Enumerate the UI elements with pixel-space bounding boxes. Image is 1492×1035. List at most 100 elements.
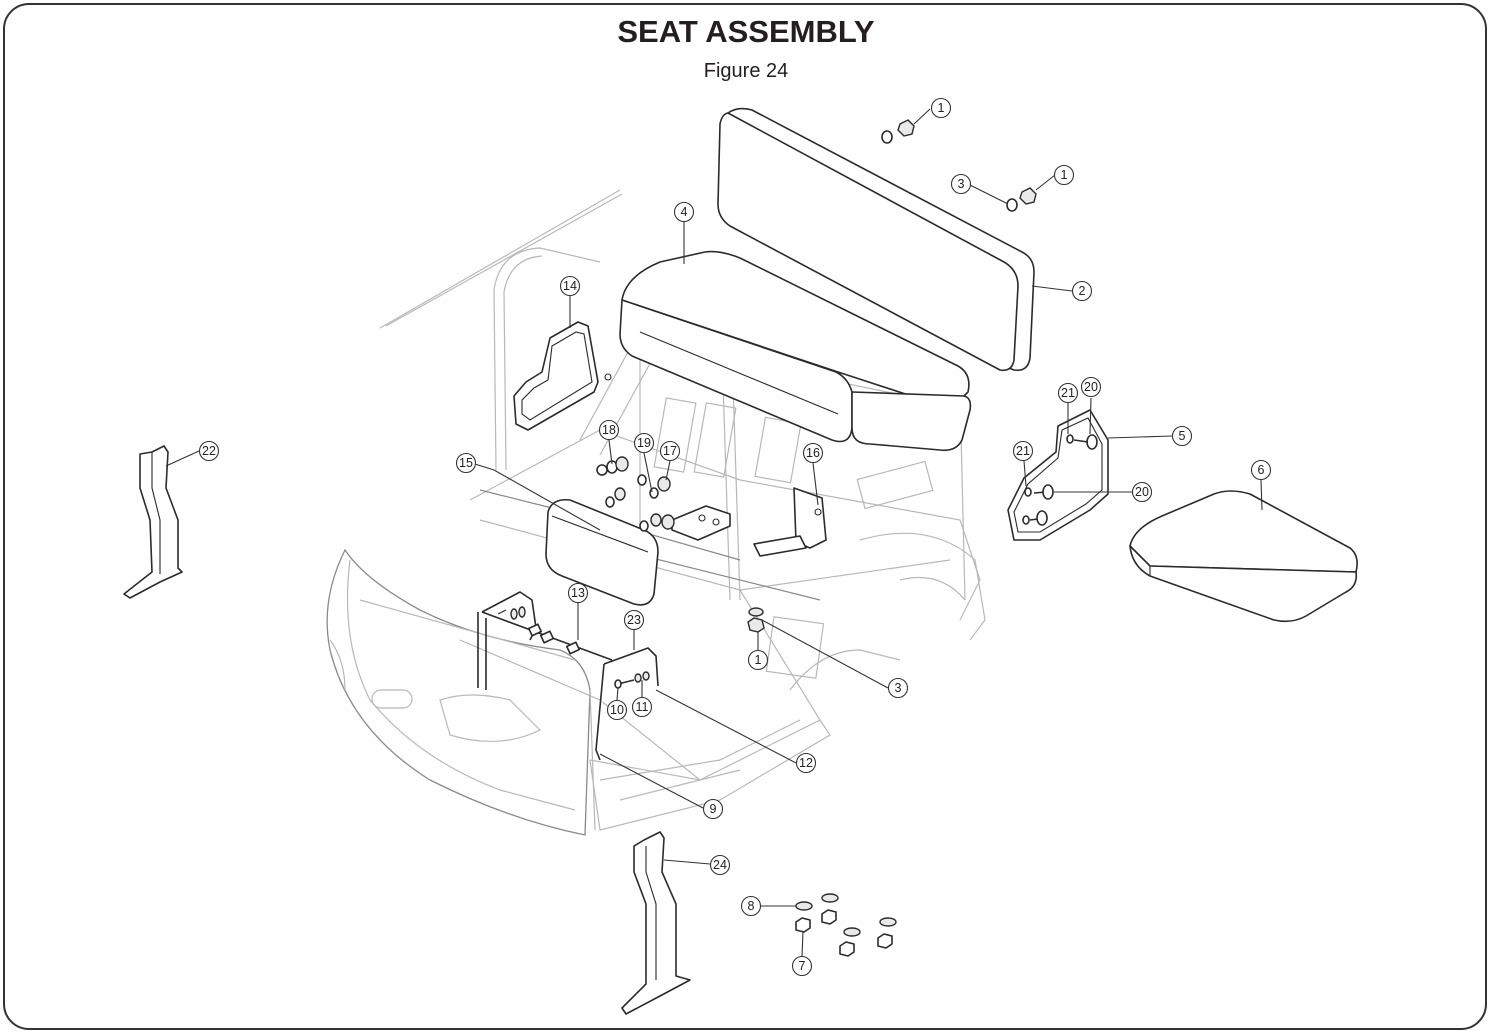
seat-frame-left-panel-14: [513, 321, 612, 431]
callout-14-left-panel: 14: [559, 275, 581, 297]
seat-cushion-6: [1129, 490, 1358, 623]
callout-label: 20: [1084, 380, 1098, 394]
callout-label: 23: [627, 613, 641, 627]
callout-8-washer: 8: [740, 895, 762, 917]
callout-balloon: [1171, 425, 1193, 447]
callout-label: 22: [202, 444, 216, 458]
callout-1-top-nut: 1: [930, 97, 952, 119]
callout-balloon: [791, 955, 813, 977]
nut-17: [657, 476, 675, 530]
callout-balloon: [606, 699, 628, 721]
callout-balloon: [1080, 376, 1102, 398]
figure-caption: Figure 24: [703, 60, 789, 82]
callout-label: 5: [1179, 429, 1186, 443]
callout-balloon: [455, 452, 477, 474]
callout-label: 20: [1135, 485, 1149, 499]
callout-balloon: [1071, 280, 1093, 302]
support-upright-24: [621, 831, 691, 1015]
callout-2-seat-back: 2: [1071, 280, 1093, 302]
callout-balloon: [740, 895, 762, 917]
callout-20-lower: 20: [1131, 481, 1153, 503]
washer-18: [596, 456, 629, 476]
callout-24-upright: 24: [709, 854, 731, 876]
callout-16-bracket: 16: [802, 442, 824, 464]
callout-18-washer: 18: [598, 419, 620, 441]
callout-label: 8: [748, 899, 755, 913]
callout-label: 15: [459, 456, 473, 470]
support-upright-22: [123, 445, 183, 599]
callout-label: 18: [602, 423, 616, 437]
callout-balloon: [659, 440, 681, 462]
callout-balloon: [887, 677, 909, 699]
studs-20-21: [1022, 434, 1098, 526]
washer-19: [637, 474, 659, 499]
callout-label: 4: [681, 205, 688, 219]
callout-21-upper: 21: [1057, 382, 1079, 404]
callout-19-washer: 19: [633, 432, 655, 454]
callout-label: 24: [713, 858, 727, 872]
callout-label: 1: [1061, 168, 1068, 182]
callout-label: 21: [1016, 444, 1030, 458]
callout-20-upper: 20: [1080, 376, 1102, 398]
callout-10-bolt: 10: [606, 699, 628, 721]
front-cowl: [326, 548, 596, 836]
callout-balloon: [1250, 459, 1272, 481]
seat-back-cushion: [717, 107, 1035, 372]
callout-22-upright: 22: [198, 440, 220, 462]
callout-balloon: [631, 696, 653, 718]
seat-side-panel-5: [1007, 409, 1109, 541]
callout-label: 17: [663, 444, 677, 458]
callout-balloon: [709, 854, 731, 876]
callout-balloon: [623, 609, 645, 631]
callout-balloon: [702, 798, 724, 820]
mounting-plate: [671, 505, 731, 541]
bracket-16: [753, 487, 827, 557]
callout-9-floor: 9: [702, 798, 724, 820]
seat-base-pad-15: [545, 498, 659, 606]
callout-label: 1: [938, 101, 945, 115]
callout-label: 10: [610, 703, 624, 717]
callout-balloon: [1012, 440, 1034, 462]
callout-1-right-nut: 1: [1053, 164, 1075, 186]
callout-label: 9: [710, 802, 717, 816]
callout-balloon: [950, 173, 972, 195]
callout-12-bar: 12: [795, 752, 817, 774]
callout-balloon: [198, 440, 220, 462]
callout-balloon: [567, 582, 589, 604]
callout-balloon: [1057, 382, 1079, 404]
callout-label: 1: [755, 653, 762, 667]
callout-7-nut: 7: [791, 955, 813, 977]
callout-label: 3: [958, 177, 965, 191]
callout-label: 16: [806, 446, 820, 460]
callout-balloon: [673, 201, 695, 223]
callout-label: 7: [799, 959, 806, 973]
callout-label: 2: [1079, 284, 1086, 298]
callout-4-seat-bottom: 4: [673, 201, 695, 223]
callout-23-bar: 23: [623, 609, 645, 631]
callout-balloon: [795, 752, 817, 774]
top-hardware: [881, 119, 1037, 212]
callout-21-lower: 21: [1012, 440, 1034, 462]
page-title: SEAT ASSEMBLY: [617, 14, 875, 49]
callout-balloon: [559, 275, 581, 297]
callout-17-nut: 17: [659, 440, 681, 462]
callout-1-center-nut: 1: [747, 649, 769, 671]
callout-3-top-washer: 3: [950, 173, 972, 195]
leader-lines: [165, 108, 1263, 957]
callout-label: 3: [895, 681, 902, 695]
callout-label: 11: [636, 700, 649, 714]
loose-hardware-7-8: [795, 893, 897, 957]
callout-5-side-panel: 5: [1171, 425, 1193, 447]
seat-bottom-cushion: [619, 250, 972, 452]
callout-3-center-washer: 3: [887, 677, 909, 699]
callout-label: 13: [571, 586, 585, 600]
callout-balloon: [747, 649, 769, 671]
callout-label: 19: [637, 436, 651, 450]
callout-balloon: [1131, 481, 1153, 503]
callout-15-pad: 15: [455, 452, 477, 474]
callout-balloon: [1053, 164, 1075, 186]
callout-balloon: [930, 97, 952, 119]
callout-balloon: [802, 442, 824, 464]
callout-balloon: [633, 432, 655, 454]
